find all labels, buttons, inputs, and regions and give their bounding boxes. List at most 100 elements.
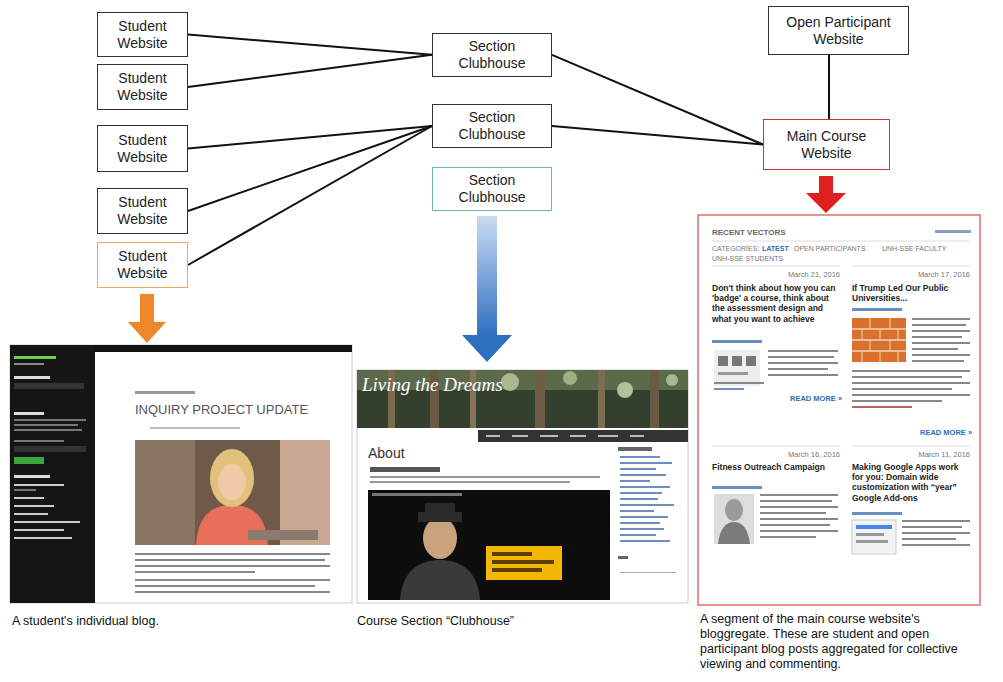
clubhouse-screenshot <box>486 546 562 580</box>
student-blog-screenshot <box>14 505 54 507</box>
red-arrow <box>806 193 846 213</box>
connector-line <box>552 126 763 145</box>
clubhouse-screenshot <box>400 560 480 600</box>
clubhouse-screenshot <box>620 510 654 512</box>
bloggregate-screenshot <box>852 512 902 515</box>
blue-arrow <box>477 216 497 336</box>
bloggregate-screenshot <box>862 351 863 362</box>
student-blog-screenshot <box>14 513 48 515</box>
clubhouse-screenshot <box>630 435 644 437</box>
bloggregate-screenshot <box>768 350 838 352</box>
student-blog-screenshot <box>14 363 44 365</box>
blue-arrow <box>462 335 512 362</box>
box-label: Student Website <box>104 18 181 52</box>
category-tab: CATEGORIES: <box>712 245 759 253</box>
bloggregate-screenshot <box>852 370 970 372</box>
student-blog-screenshot <box>135 440 330 545</box>
bloggregate-screenshot <box>856 525 892 529</box>
student-website-box: Student Website <box>97 12 188 57</box>
clubhouse-screenshot <box>501 373 519 391</box>
red-arrow <box>806 176 846 213</box>
student-blog-screenshot <box>135 559 325 561</box>
student-blog-screenshot <box>14 537 72 539</box>
bloggregate-screenshot <box>718 522 750 544</box>
bloggregate-screenshot <box>852 446 970 447</box>
bloggregate-screenshot <box>902 520 970 522</box>
bloggregate-screenshot <box>768 368 828 370</box>
bloggregate-screenshot <box>760 536 816 538</box>
bloggregate-screenshot <box>760 506 838 508</box>
student-blog-screenshot <box>14 446 86 452</box>
bloggregate-screenshot <box>856 533 884 536</box>
box-label: Section Clubhouse <box>439 38 545 72</box>
student-blog-screenshot <box>14 383 84 389</box>
bloggregate-screenshot <box>902 544 970 546</box>
bloggregate-screenshot <box>912 336 962 338</box>
bloggregate-screenshot <box>870 340 871 351</box>
bloggregate-screenshot <box>890 340 891 351</box>
orange-arrow <box>128 294 166 343</box>
clubhouse-screenshot <box>620 474 666 476</box>
main-website-box: Main Course Website <box>763 119 890 170</box>
student-blog-screenshot <box>14 429 82 431</box>
clubhouse-screenshot <box>618 556 628 559</box>
clubhouse-screenshot <box>620 522 660 524</box>
bloggregate-screenshot <box>935 230 971 233</box>
student-blog-screenshot <box>14 529 64 531</box>
bloggregate-screenshot <box>725 499 743 521</box>
clubhouse-box: Section Clubhouse <box>432 33 552 77</box>
student-website-box: Student Website <box>97 64 188 110</box>
bloggregate-screenshot <box>912 360 964 362</box>
bloggregate-screenshot <box>768 356 834 358</box>
student-blog-screenshot <box>14 497 44 499</box>
bloggregate-screenshot <box>852 406 912 408</box>
connector-line <box>188 126 432 211</box>
panel-caption: A student's individual blog. <box>12 614 342 629</box>
clubhouse-screenshot <box>357 370 688 603</box>
bloggregate-screenshot <box>712 241 970 242</box>
bloggregate-screenshot <box>732 356 742 366</box>
clubhouse-screenshot <box>617 382 633 398</box>
clubhouse-screenshot <box>512 435 528 437</box>
post-title: Making Google Apps work for you: Domain … <box>852 462 970 503</box>
panel-caption: A segment of the main course website's b… <box>700 612 988 672</box>
bloggregate-screenshot <box>712 486 762 489</box>
clubhouse-screenshot <box>570 435 586 437</box>
student-blog-screenshot <box>210 449 254 507</box>
clubhouse-screenshot <box>598 435 618 437</box>
bloggregate-screenshot <box>760 512 826 514</box>
bloggregate-screenshot <box>760 530 838 532</box>
box-label: Student Website <box>104 194 181 228</box>
bloggregate-screenshot <box>852 382 970 384</box>
site-title: Living the Dreams <box>362 374 562 397</box>
bloggregate-screenshot <box>746 356 756 366</box>
post-date: March 21, 2016 <box>760 270 840 279</box>
clubhouse-screenshot <box>620 504 674 506</box>
clubhouse-screenshot <box>666 374 678 386</box>
clubhouse-screenshot <box>620 468 656 470</box>
bloggregate-screenshot <box>870 318 871 329</box>
student-blog-screenshot <box>280 440 330 545</box>
bloggregate-screenshot <box>768 362 838 364</box>
student-blog-screenshot <box>14 475 50 478</box>
bloggregate-screenshot <box>880 351 881 362</box>
bloggregate-screenshot <box>902 532 970 534</box>
clubhouse-screenshot <box>357 370 688 603</box>
box-label: Student Website <box>104 132 181 166</box>
bloggregate-screenshot <box>712 266 840 267</box>
student-blog-screenshot <box>135 585 315 587</box>
student-blog-screenshot <box>135 591 330 593</box>
student-blog-screenshot <box>14 424 78 426</box>
connector-line <box>552 55 763 145</box>
bloggregate-screenshot <box>902 538 956 540</box>
red-arrow <box>819 176 833 194</box>
student-blog-screenshot <box>135 553 330 555</box>
bloggregate-screenshot <box>768 374 838 376</box>
bloggregate-screenshot <box>852 520 896 554</box>
student-blog-screenshot <box>14 376 50 379</box>
bloggregate-screenshot <box>760 518 838 520</box>
student-website-box: Student Website <box>97 125 188 172</box>
panel-caption: Course Section “Clubhouse” <box>357 614 677 629</box>
blue-arrow <box>462 216 512 362</box>
bloggregate-screenshot <box>760 500 832 502</box>
